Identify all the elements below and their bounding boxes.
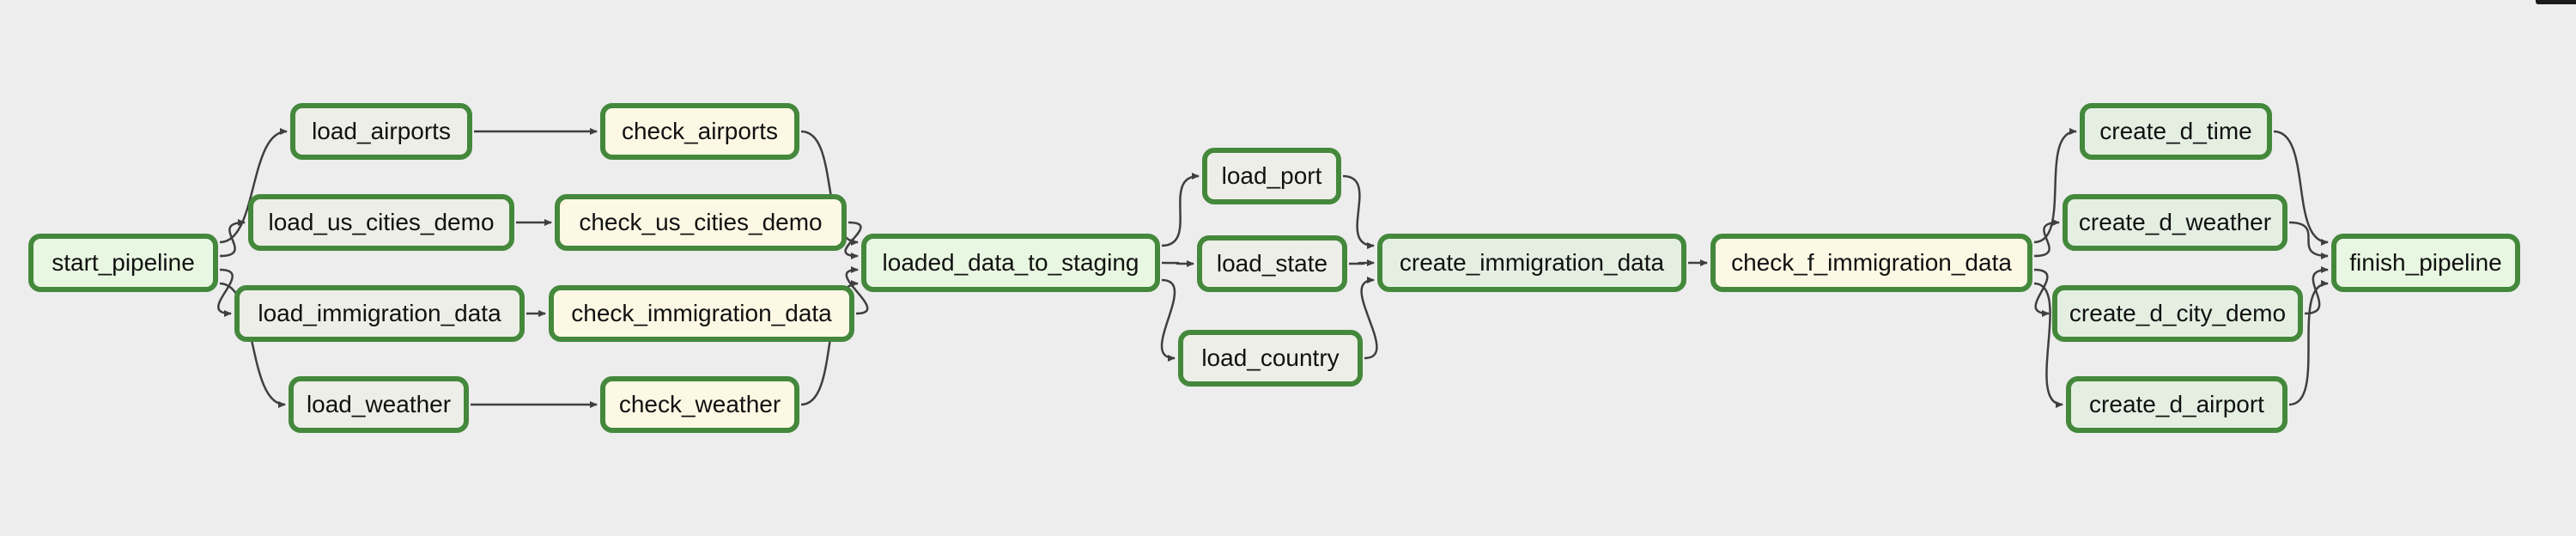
task-node-create_d_weather[interactable]: create_d_weather [2063,194,2287,251]
edge-loaded_data_to_staging-to-load_state [1161,259,1194,267]
task-node-check_airports[interactable]: check_airports [600,103,799,160]
edge-check_immigration_data-to-loaded_data_to_staging [845,266,869,315]
clipped-ui-fragment [2536,0,2576,4]
task-label: load_airports [312,118,451,144]
edge-loaded_data_to_staging-to-load_port [1161,173,1200,247]
edge-create_d_time-to-finish_pipeline [2273,130,2329,246]
task-label: check_f_immigration_data [1731,249,2012,276]
task-label: load_state [1216,250,1328,277]
task-label: load_country [1201,344,1340,371]
edge-check_us_cities_demo-to-loaded_data_to_staging [844,221,862,259]
edge-check_f_immigration_data-to-create_d_airport [2033,282,2063,408]
task-label: load_port [1221,162,1322,189]
task-label: check_us_cities_demo [579,209,823,235]
edge-create_d_airport-to-finish_pipeline [2288,280,2329,406]
edge-start_pipeline-to-load_immigration_data [217,268,234,317]
task-node-loaded_data_to_staging[interactable]: loaded_data_to_staging [861,234,1160,292]
task-node-load_weather[interactable]: load_weather [289,376,469,433]
task-label: load_weather [306,391,452,417]
edge-start_pipeline-to-load_us_cities_demo [219,219,246,258]
task-label: loaded_data_to_staging [882,249,1139,276]
task-node-start_pipeline[interactable]: start_pipeline [28,234,218,292]
edge-load_country-to-create_immigration_data [1360,277,1378,360]
edge-load_port-to-create_immigration_data [1342,174,1375,249]
task-node-load_port[interactable]: load_port [1202,148,1341,204]
task-label: create_immigration_data [1399,249,1665,276]
task-label: load_immigration_data [258,300,501,326]
task-node-create_d_airport[interactable]: create_d_airport [2066,376,2287,433]
edge-loaded_data_to_staging-to-load_country [1160,278,1176,362]
task-label: check_immigration_data [571,300,832,326]
task-node-create_d_time[interactable]: create_d_time [2080,103,2272,160]
task-label: check_weather [618,391,781,417]
task-label: finish_pipeline [2349,249,2502,276]
task-label: start_pipeline [52,249,195,276]
task-node-check_f_immigration_data[interactable]: check_f_immigration_data [1710,234,2032,292]
task-node-create_d_city_demo[interactable]: create_d_city_demo [2052,285,2303,342]
task-label: create_d_time [2099,118,2252,144]
edge-create_d_weather-to-finish_pipeline [2288,221,2329,259]
edge-check_f_immigration_data-to-create_d_city_demo [2033,268,2050,317]
task-node-load_immigration_data[interactable]: load_immigration_data [234,285,525,342]
task-node-load_country[interactable]: load_country [1178,330,1363,387]
task-node-load_airports[interactable]: load_airports [290,103,472,160]
task-node-check_immigration_data[interactable]: check_immigration_data [549,285,854,342]
task-label: create_d_airport [2089,391,2264,417]
edge-start_pipeline-to-load_weather [219,282,286,408]
task-node-load_state[interactable]: load_state [1197,235,1347,292]
task-label: create_d_weather [2078,209,2272,235]
task-node-check_us_cities_demo[interactable]: check_us_cities_demo [555,194,847,251]
task-label: create_d_city_demo [2069,300,2287,326]
task-node-create_immigration_data[interactable]: create_immigration_data [1377,234,1686,292]
edge-load_state-to-create_immigration_data [1348,259,1375,267]
edge-check_f_immigration_data-to-create_d_weather [2033,219,2060,258]
task-node-check_weather[interactable]: check_weather [600,376,799,433]
edge-create_d_city_demo-to-finish_pipeline [2304,266,2329,315]
task-node-load_us_cities_demo[interactable]: load_us_cities_demo [248,194,514,251]
task-label: check_airports [621,118,779,144]
task-label: load_us_cities_demo [268,209,495,235]
task-node-finish_pipeline[interactable]: finish_pipeline [2331,234,2520,292]
